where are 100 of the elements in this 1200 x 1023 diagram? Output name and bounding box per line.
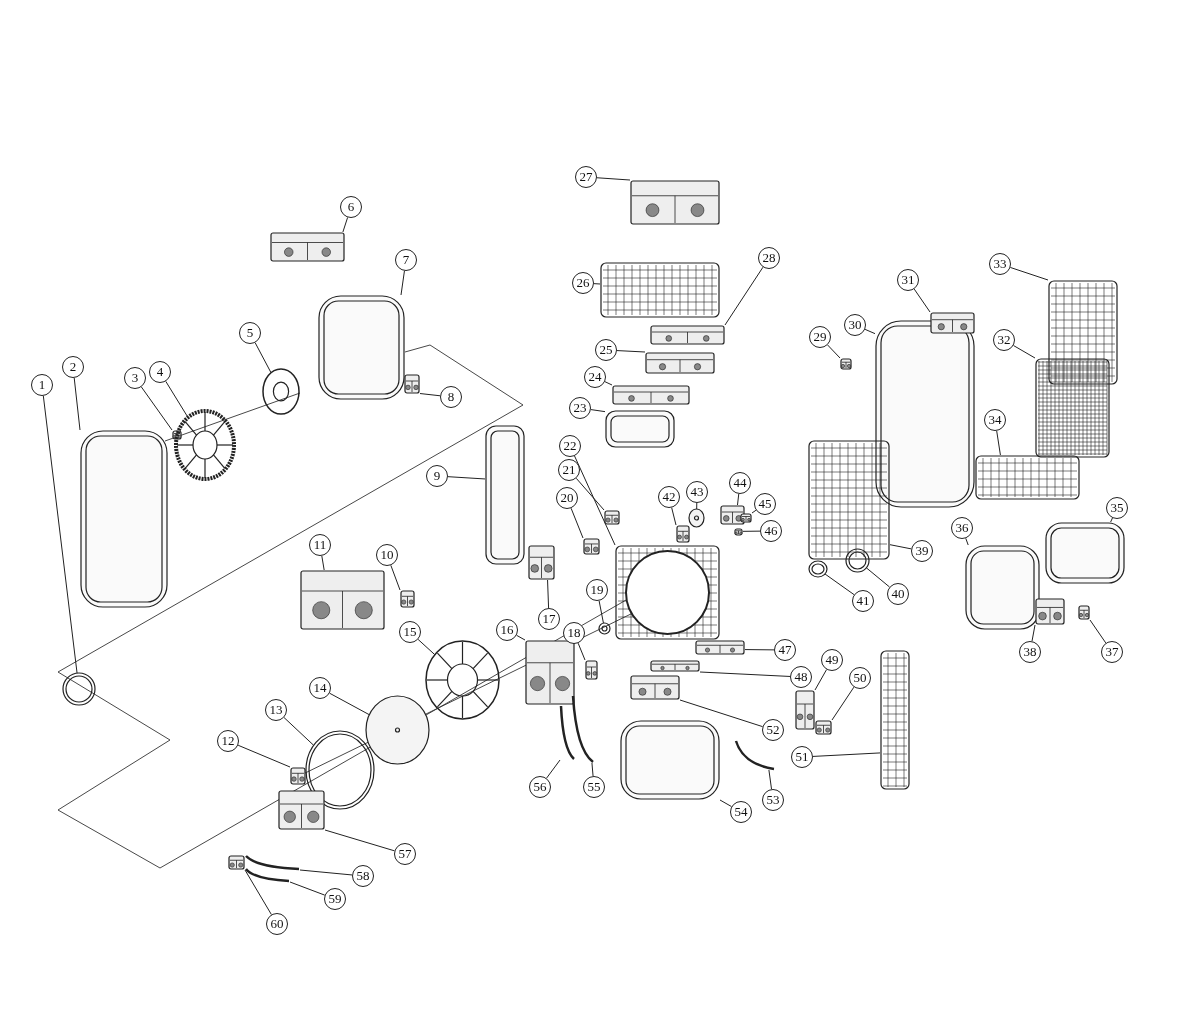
cable-drawing: [735, 740, 775, 770]
grille-drawing: [880, 650, 910, 790]
ring-drawing: [598, 622, 611, 635]
callout-number: 44: [729, 472, 751, 494]
callout-number: 43: [686, 481, 708, 503]
leader-line: [744, 649, 775, 651]
callout-number: 51: [791, 746, 813, 768]
tray-drawing: [605, 410, 675, 448]
callout-number: 53: [762, 789, 784, 811]
callout-number: 16: [496, 619, 518, 641]
grille-drawing: [975, 455, 1080, 500]
small-part-drawing: [840, 358, 852, 370]
leader-line: [1110, 517, 1113, 523]
leader-line: [696, 502, 698, 510]
leader-line: [865, 567, 890, 588]
callout-number: 35: [1106, 497, 1128, 519]
tray-drawing: [965, 545, 1040, 630]
component-drawing: [1035, 598, 1065, 625]
leader-line: [329, 692, 370, 716]
callout-number: 40: [887, 583, 909, 605]
cable-drawing: [560, 705, 575, 760]
plate-drawing: [650, 660, 700, 672]
small-part-drawing: [720, 505, 745, 525]
callout-number: 7: [395, 249, 417, 271]
leader-line: [417, 638, 436, 656]
leader-line: [1089, 619, 1107, 644]
leader-line: [140, 386, 173, 431]
leader-line: [321, 555, 325, 571]
callout-number: 5: [239, 322, 261, 344]
ring-drawing: [808, 560, 828, 578]
plate-drawing: [645, 352, 715, 374]
cover-panel-drawing: [875, 320, 975, 508]
ring-drawing: [305, 730, 375, 810]
frame-drawing: [615, 545, 720, 640]
callout-number: 27: [575, 166, 597, 188]
callout-number: 12: [217, 730, 239, 752]
disc-drawing: [365, 695, 430, 765]
leader-line: [73, 377, 81, 431]
ring-drawing: [845, 548, 870, 573]
small-part-drawing: [1078, 605, 1090, 620]
fan-wheel-drawing: [175, 410, 235, 480]
ring-drawing: [62, 672, 96, 706]
leader-line: [591, 762, 594, 777]
callout-number: 19: [586, 579, 608, 601]
callout-number: 37: [1101, 641, 1123, 663]
callout-number: 48: [790, 666, 812, 688]
leader-line: [547, 579, 550, 609]
leader-line: [400, 270, 405, 296]
leader-line: [570, 507, 584, 539]
leader-line: [237, 744, 291, 768]
small-part-drawing: [604, 510, 620, 525]
callout-number: 38: [1019, 641, 1041, 663]
callout-number: 25: [595, 339, 617, 361]
leader-line: [577, 642, 586, 661]
callout-number: 17: [538, 608, 560, 630]
callout-number: 31: [897, 269, 919, 291]
callout-number: 13: [265, 699, 287, 721]
leader-line: [671, 507, 677, 526]
leader-line: [679, 699, 764, 728]
plate-drawing: [695, 640, 745, 655]
leader-line: [546, 759, 561, 779]
leader-line: [719, 799, 732, 808]
leader-line: [42, 395, 78, 674]
leader-line: [913, 288, 931, 313]
leader-line: [812, 752, 881, 757]
callout-number: 18: [563, 622, 585, 644]
plate-drawing: [650, 325, 725, 345]
component-drawing: [525, 640, 575, 705]
callout-number: 4: [149, 361, 171, 383]
callout-number: 39: [911, 540, 933, 562]
callout-number: 34: [984, 409, 1006, 431]
tray-drawing: [620, 720, 720, 800]
leader-line: [590, 409, 606, 413]
callout-number: 59: [324, 888, 346, 910]
callout-number: 22: [559, 435, 581, 457]
leader-line: [289, 881, 326, 896]
callout-number: 33: [989, 253, 1011, 275]
leader-line: [244, 869, 272, 916]
leader-line: [889, 544, 912, 550]
small-part-drawing: [676, 525, 690, 543]
callout-number: 30: [844, 314, 866, 336]
callout-number: 54: [730, 801, 752, 823]
callout-number: 14: [309, 677, 331, 699]
small-part-drawing: [740, 513, 752, 523]
leader-line: [724, 266, 764, 326]
plate-drawing: [528, 545, 555, 580]
motor-drawing: [262, 368, 300, 415]
leader-line: [575, 477, 605, 511]
leader-line: [593, 283, 601, 285]
callout-number: 57: [394, 843, 416, 865]
small-part-drawing: [404, 374, 420, 394]
callout-number: 23: [569, 397, 591, 419]
small-part-drawing: [400, 590, 415, 608]
callout-number: 32: [993, 329, 1015, 351]
cover-panel-drawing: [1045, 522, 1125, 584]
bar-part-drawing: [930, 312, 975, 334]
component-drawing: [278, 790, 325, 830]
leader-line: [390, 564, 401, 591]
leader-line: [1013, 345, 1036, 359]
callout-number: 36: [951, 517, 973, 539]
